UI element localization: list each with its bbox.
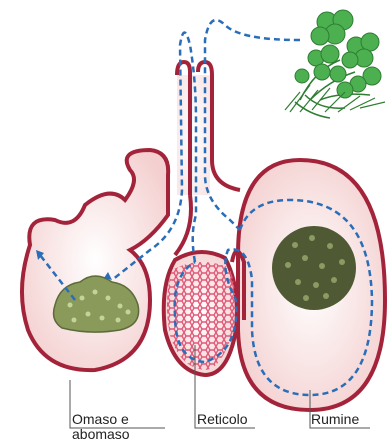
label-omaso-line1: Omaso e xyxy=(72,412,162,427)
clover-illustration xyxy=(285,10,385,118)
label-reticolo: Reticolo xyxy=(197,412,248,427)
food-in-rumen xyxy=(272,226,356,310)
label-rumine: Rumine xyxy=(311,412,359,427)
label-omaso-line2: abomaso xyxy=(72,427,162,442)
label-omaso-abomaso: Omaso e abomaso xyxy=(72,412,162,442)
